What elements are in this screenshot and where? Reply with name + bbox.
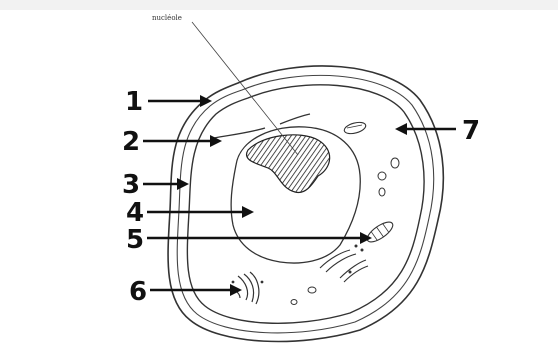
label-6: 6 (129, 277, 147, 307)
label-4: 4 (126, 198, 144, 228)
vesicle (379, 188, 385, 196)
chloroplast-top (343, 120, 367, 135)
mitochondrion (364, 218, 395, 245)
vesicle (291, 300, 297, 305)
nucleole-label: nucléole (152, 14, 182, 22)
vesicle (308, 287, 316, 293)
label-5: 5 (126, 225, 144, 255)
label-1: 1 (125, 87, 143, 117)
label-7: 7 (462, 116, 480, 146)
vesicle (391, 158, 399, 168)
vesicle (378, 172, 386, 180)
label-2: 2 (122, 127, 140, 157)
reticulum-strand-2 (280, 114, 310, 124)
label-3: 3 (122, 170, 140, 200)
